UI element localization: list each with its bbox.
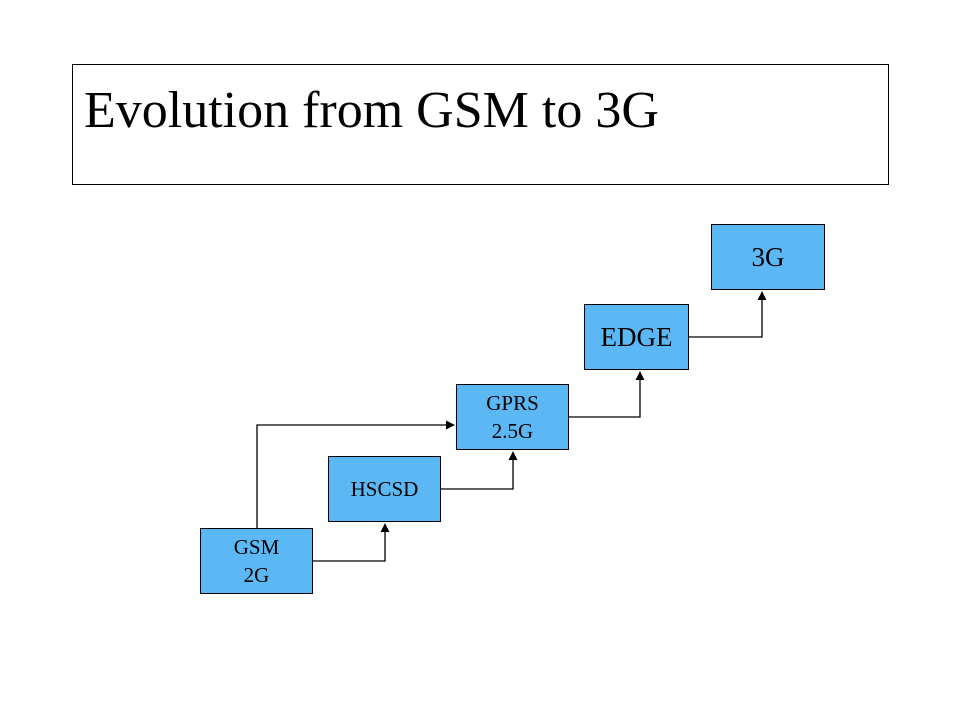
slide-title: Evolution from GSM to 3G (84, 82, 659, 139)
node-3g-label: 3G (751, 242, 785, 272)
title-box: Evolution from GSM to 3G (72, 64, 889, 185)
node-hscsd-label: HSCSD (350, 477, 419, 501)
connector-hscsd-to-gprs (441, 451, 518, 490)
node-edge: EDGE (584, 304, 689, 370)
node-gprs-label: GPRS (486, 391, 539, 415)
node-gprs-generation: 2.5G (491, 419, 534, 443)
node-gsm-2g: GSM 2G (200, 528, 313, 594)
node-3g: 3G (711, 224, 825, 290)
connector-gprs-to-edge (569, 371, 645, 418)
node-gprs-2-5g: GPRS 2.5G (456, 384, 569, 450)
node-gsm-label: GSM (233, 535, 280, 559)
connector-gsm-to-gprs (256, 420, 455, 528)
node-gsm-generation: 2G (243, 563, 270, 587)
connector-gsm-to-hscsd (313, 523, 390, 562)
node-edge-label: EDGE (600, 322, 673, 352)
connector-edge-to-3g (689, 291, 767, 338)
node-hscsd: HSCSD (328, 456, 441, 522)
